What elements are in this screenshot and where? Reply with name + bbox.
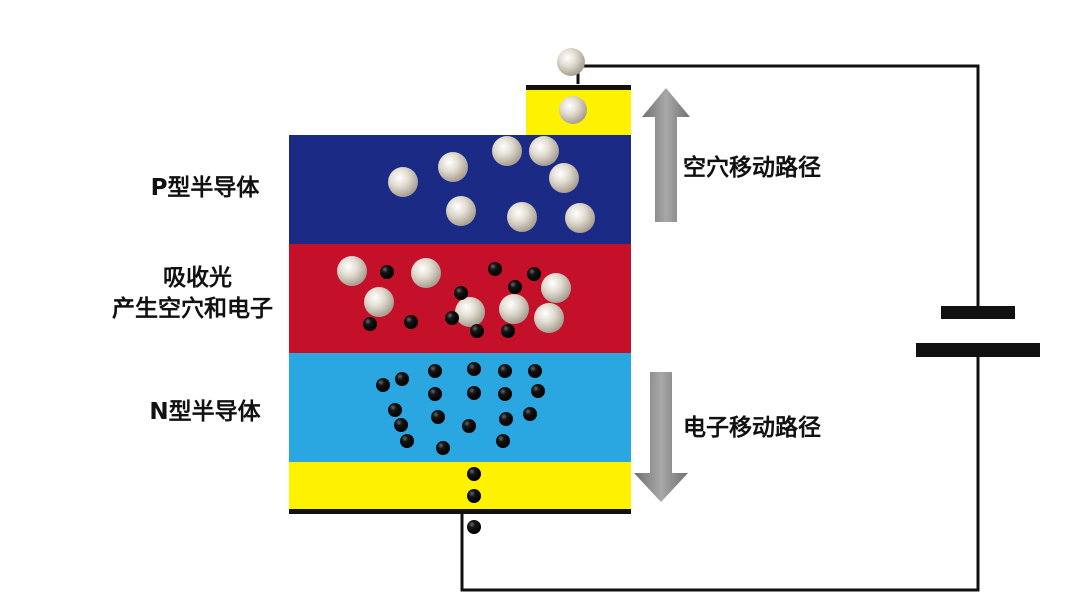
electron-particle-icon	[467, 520, 481, 534]
electron-particle-icon	[531, 384, 545, 398]
electrons	[363, 262, 545, 534]
absorption-label-line1: 吸收光	[163, 265, 232, 291]
hole-particle-icon	[337, 256, 367, 286]
electron-particle-icon	[428, 387, 442, 401]
holes	[337, 48, 595, 333]
hole-particle-icon	[541, 273, 571, 303]
electron-particle-icon	[404, 315, 418, 329]
hole-particle-icon	[557, 48, 585, 76]
electron-particle-icon	[445, 311, 459, 325]
hole-particle-icon	[507, 202, 537, 232]
electron-particle-icon	[470, 324, 484, 338]
battery-symbol-icon	[916, 306, 1040, 357]
hole-particle-icon	[388, 167, 418, 197]
hole-particle-icon	[534, 303, 564, 333]
hole-particle-icon	[446, 196, 476, 226]
hole-particle-icon	[492, 136, 522, 166]
electron-path-label: 电子移动路径	[683, 415, 821, 441]
electron-particle-icon	[508, 280, 522, 294]
bottom-electrode	[289, 462, 631, 511]
hole-path-label: 空穴移动路径	[683, 155, 821, 181]
electron-particle-icon	[363, 317, 377, 331]
n-type-label: N型半导体	[149, 399, 261, 425]
hole-particle-icon	[559, 96, 587, 124]
electron-particle-icon	[454, 286, 468, 300]
hole-path-arrow-up-icon	[642, 88, 690, 222]
electron-particle-icon	[527, 267, 541, 281]
n-type-layer	[289, 353, 631, 462]
hole-particle-icon	[529, 136, 559, 166]
circuit-wire-top	[578, 64, 980, 312]
hole-particle-icon	[455, 297, 485, 327]
electron-particle-icon	[431, 410, 445, 424]
hole-particle-icon	[438, 152, 468, 182]
electron-particle-icon	[496, 434, 510, 448]
hole-particle-icon	[499, 294, 529, 324]
electron-particle-icon	[498, 364, 512, 378]
electron-particle-icon	[388, 403, 402, 417]
electron-particle-icon	[488, 262, 502, 276]
hole-particle-icon	[364, 287, 394, 317]
electron-particle-icon	[376, 378, 390, 392]
top-electrode-contact	[526, 85, 631, 90]
hole-particle-icon	[565, 203, 595, 233]
electron-particle-icon	[528, 364, 542, 378]
bottom-electrode-contact	[289, 509, 631, 514]
electron-particle-icon	[380, 265, 394, 279]
p-type-label: P型半导体	[150, 175, 260, 201]
electron-particle-icon	[467, 467, 481, 481]
circuit-wire-bottom	[460, 350, 980, 592]
electron-particle-icon	[462, 419, 476, 433]
hole-particle-icon	[549, 163, 579, 193]
electron-particle-icon	[501, 324, 515, 338]
electron-particle-icon	[467, 362, 481, 376]
absorption-label-line2: 产生空穴和电子	[112, 296, 273, 322]
electron-particle-icon	[428, 364, 442, 378]
electron-particle-icon	[467, 489, 481, 503]
electron-particle-icon	[467, 386, 481, 400]
electron-particle-icon	[400, 434, 414, 448]
electron-particle-icon	[523, 407, 537, 421]
electron-particle-icon	[436, 441, 450, 455]
hole-particle-icon	[411, 258, 441, 288]
electron-path-arrow-down-icon	[634, 372, 688, 502]
electron-particle-icon	[499, 412, 513, 426]
electron-particle-icon	[394, 418, 408, 432]
electron-particle-icon	[395, 372, 409, 386]
electron-particle-icon	[498, 387, 512, 401]
